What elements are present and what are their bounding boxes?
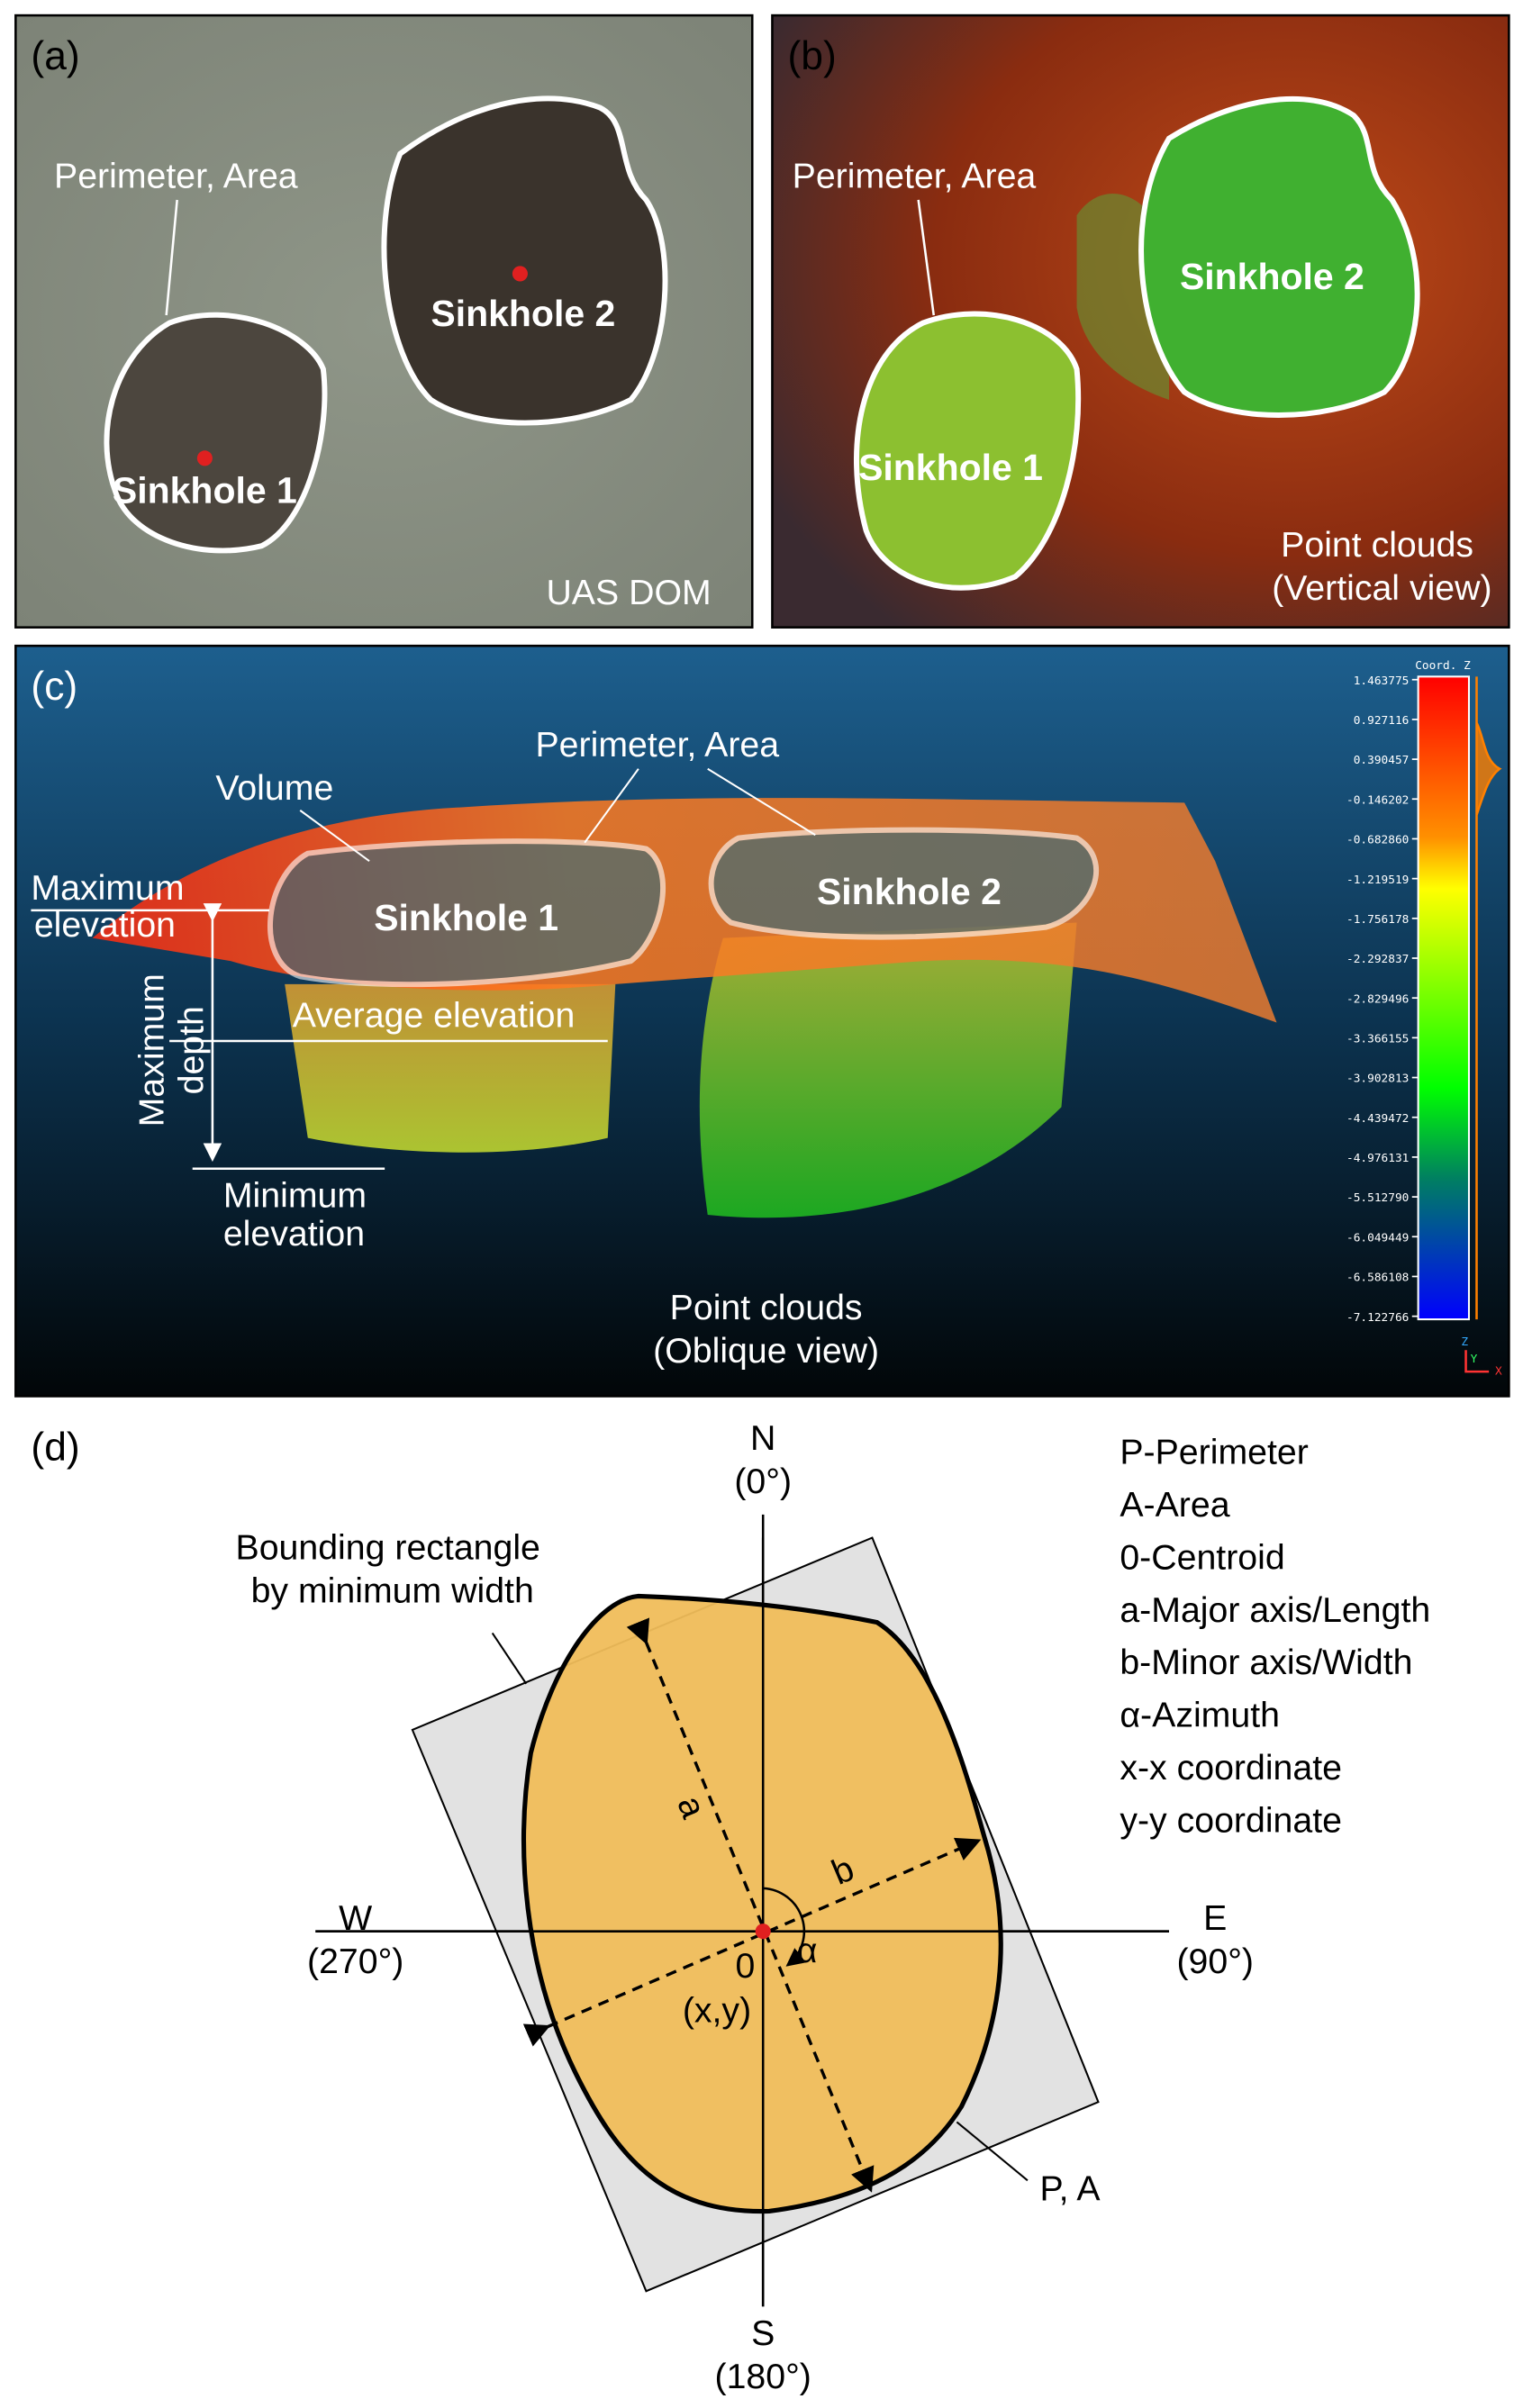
label-max-elevation: Maximum bbox=[31, 868, 184, 908]
colorbar-tick-label: -1.219519 bbox=[1346, 874, 1409, 887]
panel-d: (d) N (0°) S (180°) W (270°) E (90°) Bou… bbox=[31, 1418, 1430, 2396]
sinkhole1-outline bbox=[104, 312, 328, 554]
colorbar-tick-label: -7.122766 bbox=[1346, 1311, 1409, 1325]
colorbar-tick-label: -6.586108 bbox=[1346, 1272, 1409, 1285]
label-max-depth-2: depth bbox=[172, 1006, 212, 1094]
label-perimeter-area: Perimeter, Area bbox=[54, 156, 298, 195]
label-centroid: 0 bbox=[735, 1946, 755, 1986]
colorbar: Coord. Z 1.463775 0.927116 0.390457 -0.1462… bbox=[1346, 659, 1502, 1379]
colorbar-tick-label: -2.829496 bbox=[1346, 992, 1409, 1006]
label-perimeter-area: Perimeter, Area bbox=[793, 156, 1037, 195]
panel-c: (c) Perimeter, Area Volume Maximum eleva… bbox=[14, 644, 1510, 1398]
legend-item: y-y coordinate bbox=[1120, 1800, 1342, 1840]
legend-item: b-Minor axis/Width bbox=[1120, 1643, 1412, 1682]
colorbar-tick-label: -2.292837 bbox=[1346, 953, 1409, 966]
label-max-elevation-2: elevation bbox=[34, 905, 176, 945]
label-south-deg: (180°) bbox=[715, 2357, 811, 2396]
panel-tag: (b) bbox=[788, 34, 837, 78]
legend-item: A-Area bbox=[1120, 1485, 1229, 1525]
centroid-dot bbox=[196, 450, 213, 466]
panel-b: (b) Perimeter, Area Sinkhole 2 Sinkhole … bbox=[771, 14, 1510, 629]
label-source: UAS DOM bbox=[546, 573, 711, 612]
label-sinkhole1: Sinkhole 1 bbox=[374, 897, 558, 938]
legend-item: P-Perimeter bbox=[1120, 1433, 1308, 1472]
azimuth-arc bbox=[763, 1887, 806, 1967]
label-max-depth: Maximum bbox=[131, 973, 171, 1127]
minor-axis bbox=[522, 1837, 982, 2047]
sinkhole1-outline bbox=[854, 311, 1082, 591]
label-north-deg: (0°) bbox=[734, 1462, 792, 1501]
colorbar-tick-label: -6.049449 bbox=[1346, 1231, 1409, 1245]
caption-line2: (Vertical view) bbox=[1272, 568, 1491, 608]
label-west-deg: (270°) bbox=[307, 1942, 403, 1981]
axis-y-label: Y bbox=[1471, 1353, 1478, 1366]
panel-tag: (c) bbox=[31, 665, 77, 709]
label-sinkhole1: Sinkhole 1 bbox=[858, 447, 1043, 488]
label-bounding-rect: Bounding rectangle bbox=[236, 1527, 540, 1567]
sinkhole2-outline bbox=[708, 827, 1099, 940]
colorbar-tick-label: -3.366155 bbox=[1346, 1032, 1409, 1046]
colorbar-tick-label: -1.756178 bbox=[1346, 913, 1409, 927]
label-xy: (x,y) bbox=[683, 1990, 751, 2030]
colorbar-title: Coord. Z bbox=[1415, 659, 1471, 673]
label-south: S bbox=[751, 2313, 775, 2353]
sinkhole2-outline bbox=[381, 95, 668, 426]
caption-line1: Point clouds bbox=[670, 1288, 863, 1327]
label-sinkhole2: Sinkhole 2 bbox=[431, 293, 615, 334]
colorbar-tick-label: -4.976131 bbox=[1346, 1152, 1409, 1165]
colorbar-tick-label: -3.902813 bbox=[1346, 1073, 1409, 1086]
panel-a: (a) Perimeter, Area Sinkhole 2 Sinkhole … bbox=[14, 14, 754, 629]
colorbar-tick-label: -4.439472 bbox=[1346, 1112, 1409, 1126]
label-alpha: α bbox=[797, 1931, 818, 1970]
axis-x-label: X bbox=[1495, 1365, 1502, 1379]
label-west: W bbox=[339, 1898, 372, 1938]
label-min-elevation: Minimum bbox=[223, 1175, 367, 1215]
legend-item: α-Azimuth bbox=[1120, 1696, 1280, 1735]
colorbar-tick-label: -0.682860 bbox=[1346, 834, 1409, 847]
colorbar-tick-label: 0.927116 bbox=[1354, 714, 1410, 728]
colorbar-tick-label: 0.390457 bbox=[1354, 754, 1410, 767]
label-east: E bbox=[1203, 1898, 1227, 1938]
label-bounding-rect-2: by minimum width bbox=[251, 1571, 534, 1610]
colorbar-tick-label: 1.463775 bbox=[1354, 674, 1410, 688]
label-east-deg: (90°) bbox=[1176, 1942, 1254, 1981]
panel-tag: (d) bbox=[31, 1426, 79, 1470]
centroid-dot bbox=[755, 1924, 771, 1940]
sinkhole1-outline bbox=[267, 838, 666, 988]
legend-item: x-x coordinate bbox=[1120, 1748, 1342, 1788]
colorbar-tick-label: -0.146202 bbox=[1346, 793, 1409, 807]
label-min-elevation-2: elevation bbox=[223, 1214, 365, 1254]
sinkhole2-outline bbox=[1138, 95, 1420, 419]
colorbar-tick-label: -5.512790 bbox=[1346, 1191, 1409, 1205]
legend-item: a-Major axis/Length bbox=[1120, 1590, 1430, 1630]
label-pa: P, A bbox=[1040, 2168, 1101, 2208]
axis-triad-icon bbox=[1464, 1350, 1490, 1373]
label-average-elevation: Average elevation bbox=[293, 996, 576, 1036]
legend-item: 0-Centroid bbox=[1120, 1537, 1284, 1577]
label-perimeter-area: Perimeter, Area bbox=[535, 725, 779, 765]
label-sinkhole2: Sinkhole 2 bbox=[1180, 256, 1364, 297]
caption-line1: Point clouds bbox=[1281, 525, 1473, 565]
label-volume: Volume bbox=[215, 768, 333, 808]
axis-z-label: Z bbox=[1461, 1335, 1468, 1349]
panel-tag: (a) bbox=[31, 34, 79, 78]
label-sinkhole2: Sinkhole 2 bbox=[817, 871, 1002, 912]
label-sinkhole1: Sinkhole 1 bbox=[113, 469, 297, 511]
caption-line2: (Oblique view) bbox=[653, 1331, 879, 1371]
label-north: N bbox=[750, 1418, 775, 1458]
centroid-dot bbox=[512, 266, 528, 282]
